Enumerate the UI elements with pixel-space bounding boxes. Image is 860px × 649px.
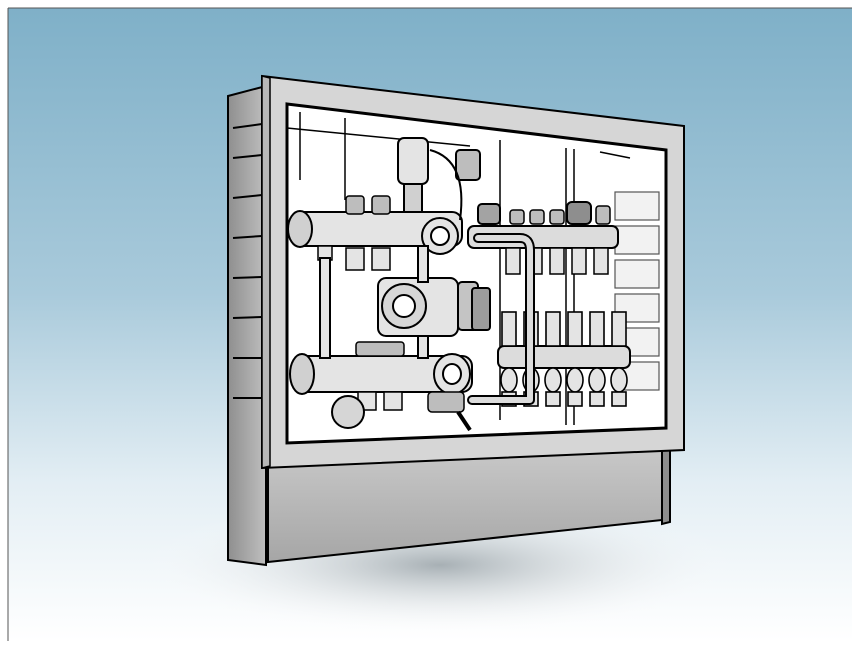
return-pipe-assembly — [289, 341, 473, 432]
manifold-icon — [467, 201, 619, 275]
pump-icon — [377, 277, 491, 337]
riser-pipes — [319, 245, 429, 359]
cabinet-side-panel — [227, 84, 267, 567]
valve-icon — [397, 137, 481, 221]
supply-pipe-assembly — [287, 195, 463, 271]
